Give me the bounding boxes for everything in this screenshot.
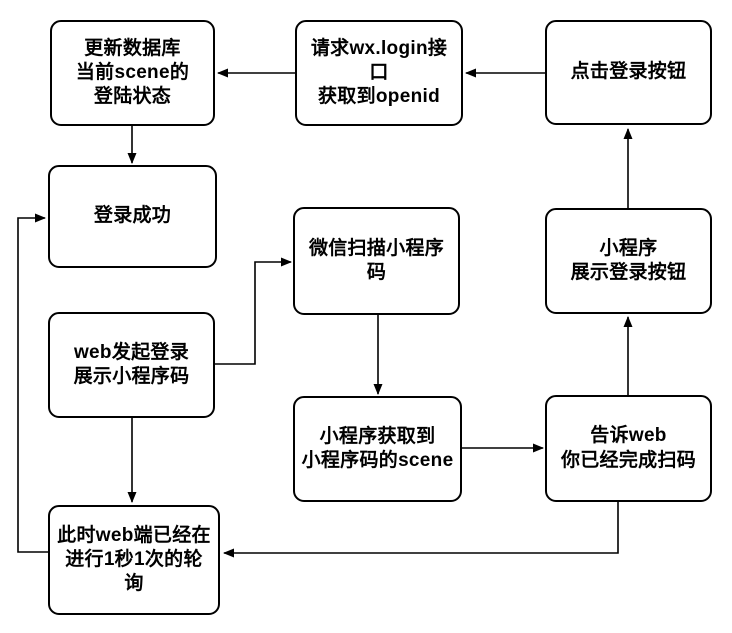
node-login-success: 登录成功 <box>48 165 217 268</box>
node-web-polling: 此时web端已经在 进行1秒1次的轮询 <box>48 505 220 615</box>
node-mini-show-btn-label: 小程序 展示登录按钮 <box>570 237 687 283</box>
node-mini-get-scene-label: 小程序获取到 小程序码的scene <box>301 425 454 471</box>
node-web-initiate-label: web发起登录 展示小程序码 <box>73 341 190 387</box>
node-click-login-label: 点击登录按钮 <box>570 61 687 83</box>
node-tell-web-label: 告诉web 你已经完成扫码 <box>560 425 697 471</box>
node-web-polling-label: 此时web端已经在 进行1秒1次的轮询 <box>57 524 211 595</box>
node-click-login: 点击登录按钮 <box>545 20 712 125</box>
node-login-success-label: 登录成功 <box>93 205 172 227</box>
connector-tellweb-to-webpolling <box>223 502 619 558</box>
node-web-initiate: web发起登录 展示小程序码 <box>48 312 215 418</box>
connector-webinitiate-to-wechatscan <box>215 257 292 365</box>
node-wx-login: 请求wx.login接口 获取到openid <box>295 20 463 126</box>
node-mini-get-scene: 小程序获取到 小程序码的scene <box>293 396 462 502</box>
node-mini-show-btn: 小程序 展示登录按钮 <box>545 208 712 314</box>
node-update-db-label: 更新数据库 当前scene的 登陆状态 <box>75 37 190 108</box>
node-update-db: 更新数据库 当前scene的 登陆状态 <box>50 20 215 126</box>
node-wechat-scan: 微信扫描小程序码 <box>293 207 460 315</box>
node-wechat-scan-label: 微信扫描小程序码 <box>308 237 445 283</box>
node-tell-web: 告诉web 你已经完成扫码 <box>545 395 712 502</box>
node-wx-login-label: 请求wx.login接口 获取到openid <box>310 37 448 108</box>
connector-webpolling-to-loginsuccess <box>17 213 48 553</box>
